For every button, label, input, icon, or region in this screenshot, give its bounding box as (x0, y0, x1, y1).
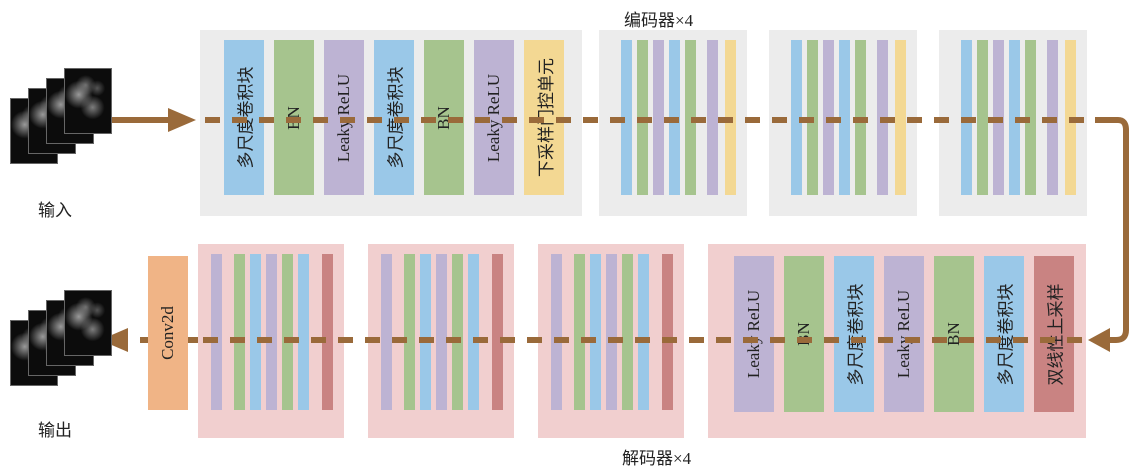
stripe-green (807, 40, 818, 195)
decoder-panel-4: Leaky ReLU BN 多尺度卷积块 Leaky ReLU BN 多尺度卷积… (708, 244, 1086, 438)
stripe-red (322, 254, 333, 410)
encoder-panel-1: 多尺度卷积块 BN Leaky ReLU 多尺度卷积块 BN Leaky ReL… (200, 30, 582, 216)
stripe-red (662, 254, 673, 410)
stripe-purple (653, 40, 664, 195)
decoder-block-multiscale-conv-2: 多尺度卷积块 (984, 256, 1024, 412)
decoder-block-bn-2: BN (934, 256, 974, 412)
decoder-entry-arrowhead (1088, 328, 1110, 352)
stripe-yellow (895, 40, 906, 195)
encoder-block-multiscale-conv-2: 多尺度卷积块 (374, 40, 414, 195)
stripe-green (977, 40, 988, 195)
stripe-yellow (725, 40, 736, 195)
stripe-blue (669, 40, 680, 195)
encoder-panel-3 (769, 30, 917, 216)
decoder-panel-1 (198, 244, 344, 438)
stripe-green (622, 254, 633, 410)
encoder-panel-4 (939, 30, 1087, 216)
stripe-blue (791, 40, 802, 195)
output-label: 输出 (38, 416, 72, 441)
stripe-green (282, 254, 293, 410)
input-image-stack (10, 68, 110, 163)
decoder-block-bn-1: BN (784, 256, 824, 412)
stripe-green (637, 40, 648, 195)
decoder-title: 解码器×4 (622, 444, 691, 469)
stripe-blue (638, 254, 649, 410)
decoder-block-multiscale-conv-1: 多尺度卷积块 (834, 256, 874, 412)
stripe-purple (381, 254, 392, 410)
stripe-purple (606, 254, 617, 410)
stripe-green (685, 40, 696, 195)
stripe-green (234, 254, 245, 410)
decoder-panel-3 (538, 244, 684, 438)
stripe-blue (961, 40, 972, 195)
output-image-stack (10, 290, 110, 385)
encoder-panel-2 (599, 30, 747, 216)
stripe-blue (590, 254, 601, 410)
stripe-purple (1047, 40, 1058, 195)
stripe-green (452, 254, 463, 410)
conv2d-block: Conv2d (148, 256, 188, 410)
encoder-block-bn-2: BN (424, 40, 464, 195)
encoder-block-leaky-relu-2: Leaky ReLU (474, 40, 514, 195)
stripe-red (492, 254, 503, 410)
stripe-blue (250, 254, 261, 410)
input-label: 输入 (38, 196, 72, 221)
encoder-to-decoder-connector (1095, 120, 1126, 340)
stripe-blue (420, 254, 431, 410)
stripe-purple (707, 40, 718, 195)
encoder-title: 编码器×4 (624, 6, 693, 31)
stripe-purple (823, 40, 834, 195)
encoder-block-leaky-relu-1: Leaky ReLU (324, 40, 364, 195)
stripe-blue (621, 40, 632, 195)
input-arrowhead (168, 108, 196, 132)
stripe-blue (468, 254, 479, 410)
encoder-block-downsample-gate: 下采样门控单元 (524, 40, 564, 195)
stripe-yellow (1065, 40, 1076, 195)
stripe-purple (436, 254, 447, 410)
stripe-blue (1009, 40, 1020, 195)
decoder-block-leaky-relu-2: Leaky ReLU (884, 256, 924, 412)
encoder-block-multiscale-conv-1: 多尺度卷积块 (224, 40, 264, 195)
input-frame-4 (64, 68, 112, 134)
output-frame-4 (64, 290, 112, 356)
stripe-purple (877, 40, 888, 195)
decoder-block-bilinear-upsample: 双线性上采样 (1034, 256, 1074, 412)
stripe-green (574, 254, 585, 410)
stripe-green (404, 254, 415, 410)
stripe-green (1025, 40, 1036, 195)
decoder-block-leaky-relu-1: Leaky ReLU (734, 256, 774, 412)
stripe-purple (551, 254, 562, 410)
decoder-panel-2 (368, 244, 514, 438)
encoder-block-bn-1: BN (274, 40, 314, 195)
stripe-green (855, 40, 866, 195)
stripe-blue (839, 40, 850, 195)
stripe-purple (993, 40, 1004, 195)
stripe-blue (298, 254, 309, 410)
stripe-purple (266, 254, 277, 410)
stripe-purple (211, 254, 222, 410)
